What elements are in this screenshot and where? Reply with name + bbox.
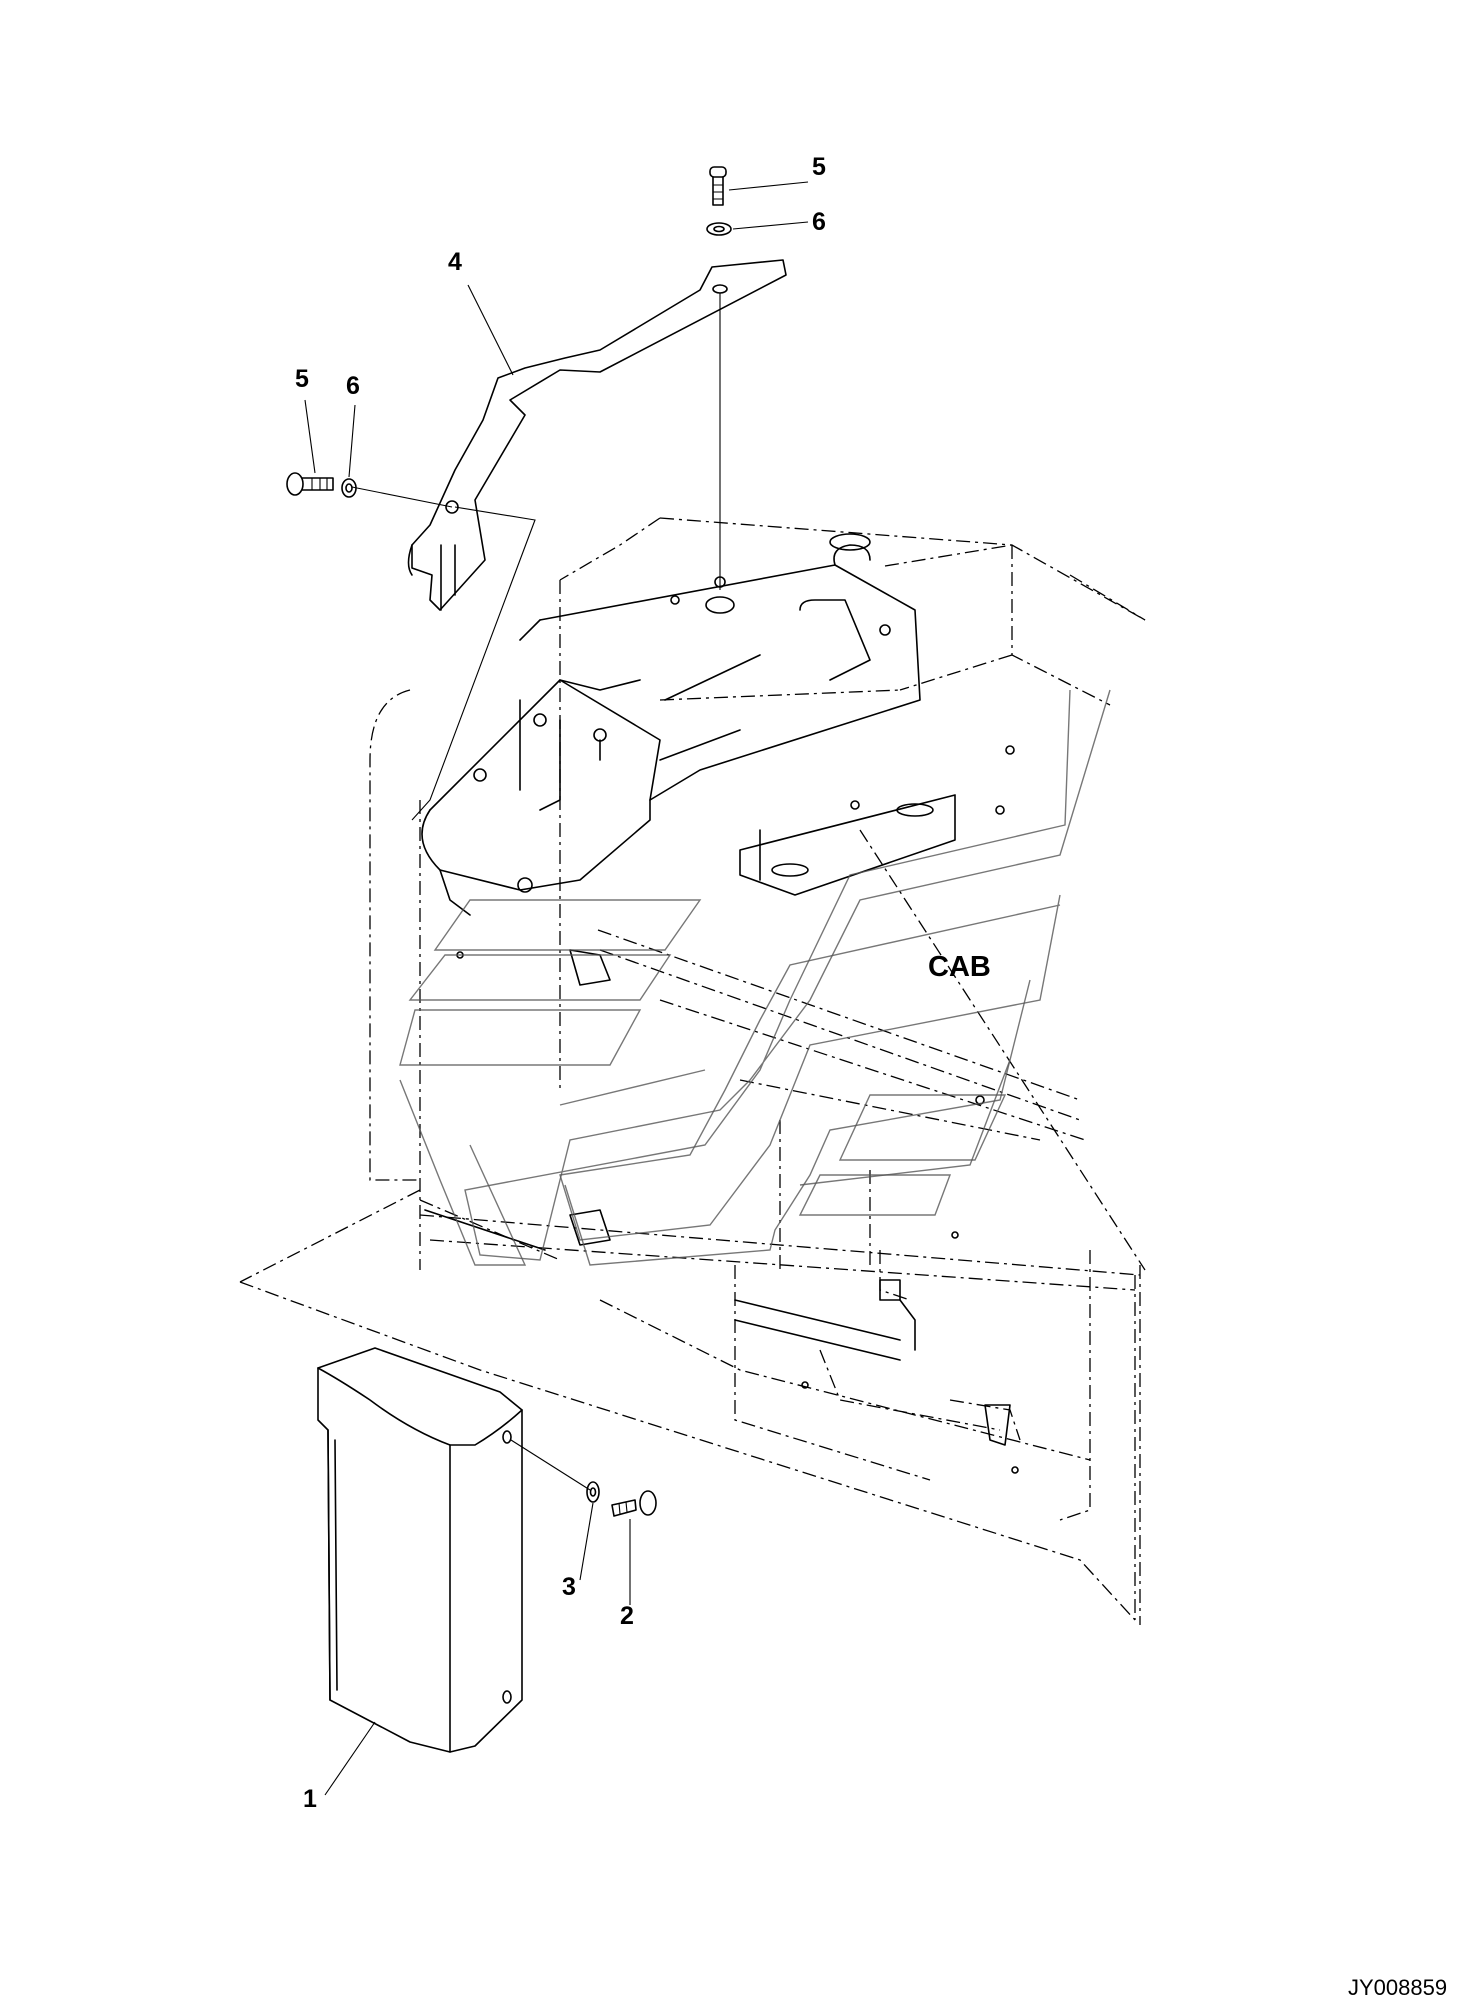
callout-5-left: 5 (295, 365, 309, 393)
washer-left (341, 478, 357, 498)
callout-5-top: 5 (812, 153, 826, 181)
assembly-guide-line (351, 486, 453, 508)
callout-3: 3 (562, 1573, 576, 1601)
part-4-phantom (411, 506, 536, 821)
cab-label: CAB (928, 951, 991, 983)
washer-top (706, 222, 732, 236)
assembly-guide-line (510, 1439, 591, 1491)
watermark-graphic (399, 689, 1111, 1266)
console-mount (421, 533, 1019, 1474)
bolt-top (709, 166, 727, 206)
washer-part-3 (586, 1481, 600, 1503)
callout-6-top: 6 (812, 208, 826, 236)
drawing-reference: JY008859 (1348, 1975, 1447, 2000)
callout-4: 4 (448, 248, 462, 276)
callouts: 5 6 4 5 6 3 2 1 (295, 153, 826, 1813)
part-1-cover (317, 1347, 523, 1753)
cab-frame-phantom (239, 517, 1146, 1625)
bolt-part-2 (611, 1490, 657, 1517)
bolt-left (286, 472, 334, 496)
callout-6-left: 6 (346, 372, 360, 400)
callout-2: 2 (620, 1602, 634, 1630)
callout-1: 1 (303, 1785, 317, 1813)
part-4-bracket (407, 259, 787, 611)
leader-lines (304, 181, 809, 1796)
